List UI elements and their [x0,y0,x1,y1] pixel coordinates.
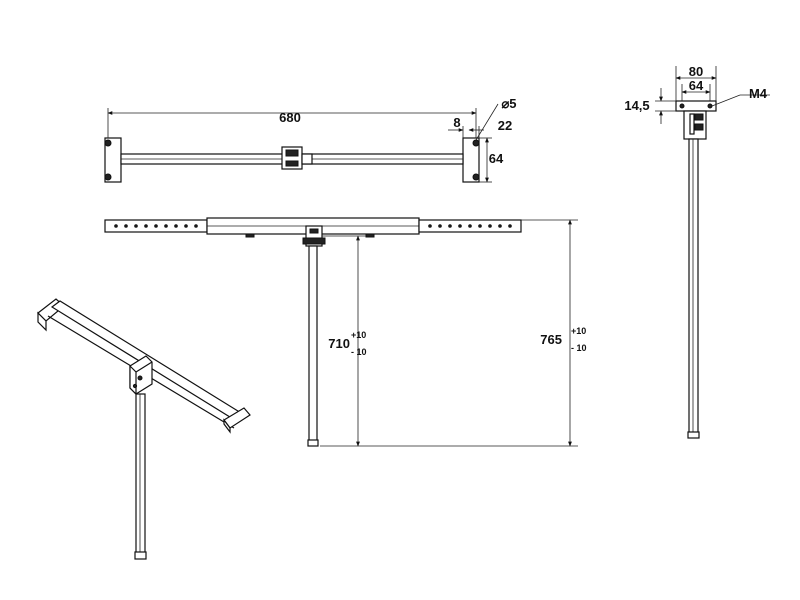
isometric-view [37,298,251,560]
dim-hole-diameter: ⌀5 [501,96,516,111]
front-view-left-holes [114,224,198,228]
dim-height-total-tol-plus: +10 [571,326,586,336]
dim-height-inner: 710 [328,336,350,351]
front-view: 710 +10 - 10 765 +10 - 10 [104,217,587,447]
dim-mount-width-inner: 64 [689,78,704,93]
dim-height-inner-tol-plus: +10 [351,330,366,340]
side-view-post [688,138,699,436]
dim-plate-width: 22 [498,118,512,133]
dim-height-inner-tol-minus: - 10 [351,347,367,357]
side-view: 80 64 14,5 M4 [624,64,770,439]
dim-height-total: 765 [540,332,562,347]
front-view-post [308,245,318,445]
iso-post [135,393,146,555]
dim-thread: M4 [749,86,768,101]
dim-mount-width-outer: 80 [689,64,703,79]
front-view-right-holes [428,224,512,228]
top-view: 680 8 22 ⌀5 64 [104,96,517,183]
dim-height-total-tol-minus: - 10 [571,343,587,353]
dim-mount-thickness: 14,5 [624,98,649,113]
dim-plate-height: 64 [489,151,504,166]
dim-overall-width: 680 [279,110,301,125]
dim-hole-offset: 8 [453,115,460,130]
